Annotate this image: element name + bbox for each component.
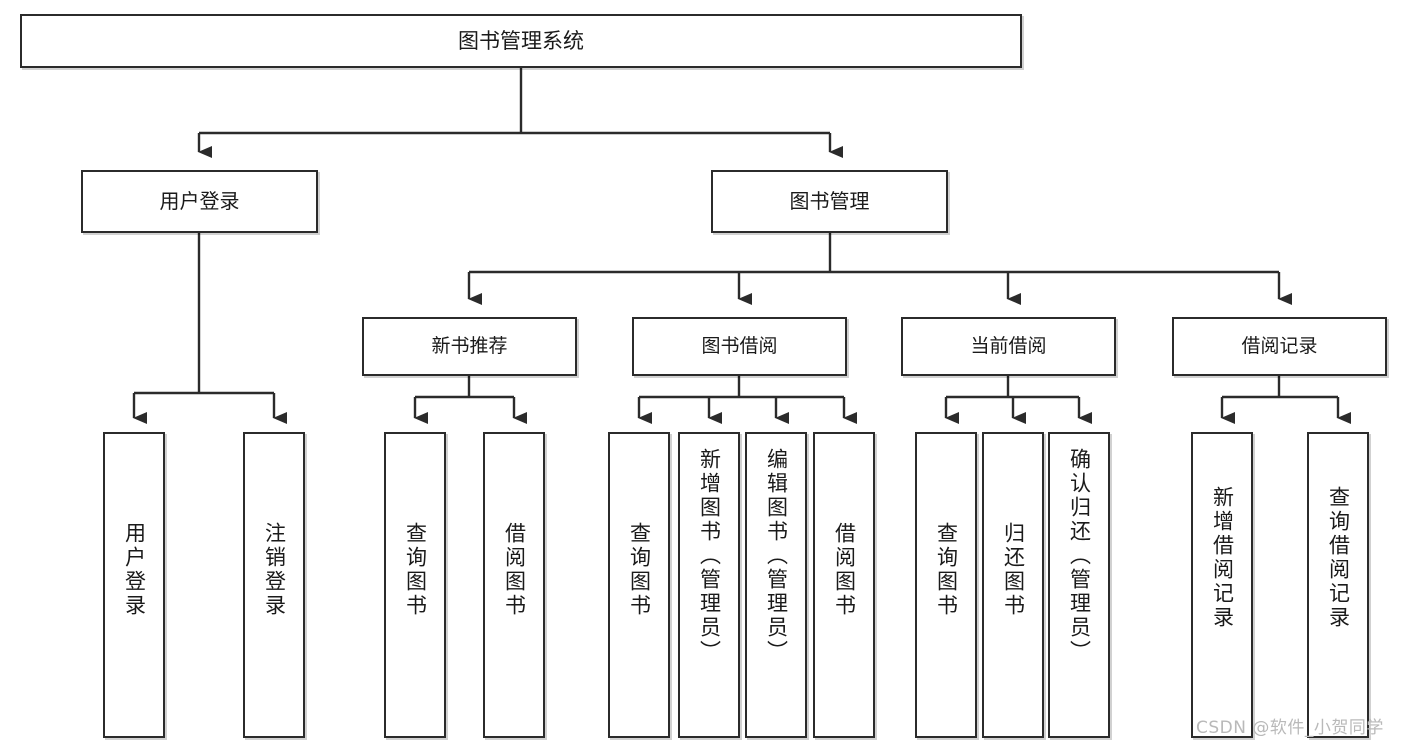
node-label: 注销登录 bbox=[262, 522, 287, 618]
leaf-query-book-current[interactable]: 查询图书 bbox=[915, 432, 977, 738]
node-label: 确认归还（管理员） bbox=[1067, 448, 1092, 664]
node-label: 归还图书 bbox=[1001, 522, 1026, 618]
node-label: 查询图书 bbox=[934, 522, 959, 618]
node-label: 新增借阅记录 bbox=[1210, 486, 1235, 630]
leaf-return-book[interactable]: 归还图书 bbox=[982, 432, 1044, 738]
leaf-query-borrow-record[interactable]: 查询借阅记录 bbox=[1307, 432, 1369, 738]
leaf-add-book-admin[interactable]: 新增图书（管理员） bbox=[678, 432, 740, 738]
node-label: 图书管理 bbox=[789, 189, 870, 213]
leaf-query-book-newbook[interactable]: 查询图书 bbox=[384, 432, 446, 738]
leaf-query-book-borrow[interactable]: 查询图书 bbox=[608, 432, 670, 738]
node-borrow-record[interactable]: 借阅记录 bbox=[1172, 317, 1387, 376]
csdn-watermark: CSDN @软件_小贺同学 bbox=[1196, 718, 1384, 738]
node-label: 借阅图书 bbox=[832, 522, 857, 618]
leaf-borrow-book[interactable]: 借阅图书 bbox=[813, 432, 875, 738]
node-label: 用户登录 bbox=[122, 522, 147, 618]
node-label: 当前借阅 bbox=[970, 334, 1047, 357]
leaf-logout[interactable]: 注销登录 bbox=[243, 432, 305, 738]
node-label: 借阅图书 bbox=[502, 522, 527, 618]
node-label: 图书借阅 bbox=[701, 334, 778, 357]
node-label: 编辑图书（管理员） bbox=[764, 448, 789, 664]
node-book-borrow[interactable]: 图书借阅 bbox=[632, 317, 847, 376]
node-root-system[interactable]: 图书管理系统 bbox=[20, 14, 1022, 68]
node-label: 借阅记录 bbox=[1241, 334, 1318, 357]
node-label: 新书推荐 bbox=[431, 334, 508, 357]
node-label: 查询借阅记录 bbox=[1326, 486, 1351, 630]
node-label: 新增图书（管理员） bbox=[697, 448, 722, 664]
node-label: 查询图书 bbox=[627, 522, 652, 618]
node-user-login[interactable]: 用户登录 bbox=[81, 170, 318, 233]
leaf-add-borrow-record[interactable]: 新增借阅记录 bbox=[1191, 432, 1253, 738]
leaf-user-login[interactable]: 用户登录 bbox=[103, 432, 165, 738]
leaf-edit-book-admin[interactable]: 编辑图书（管理员） bbox=[745, 432, 807, 738]
node-book-management[interactable]: 图书管理 bbox=[711, 170, 948, 233]
node-label: 图书管理系统 bbox=[458, 28, 584, 53]
leaf-confirm-return-admin[interactable]: 确认归还（管理员） bbox=[1048, 432, 1110, 738]
node-label: 查询图书 bbox=[403, 522, 428, 618]
node-new-book-recommend[interactable]: 新书推荐 bbox=[362, 317, 577, 376]
node-label: 用户登录 bbox=[159, 189, 240, 213]
leaf-borrow-book-newbook[interactable]: 借阅图书 bbox=[483, 432, 545, 738]
node-current-borrow[interactable]: 当前借阅 bbox=[901, 317, 1116, 376]
